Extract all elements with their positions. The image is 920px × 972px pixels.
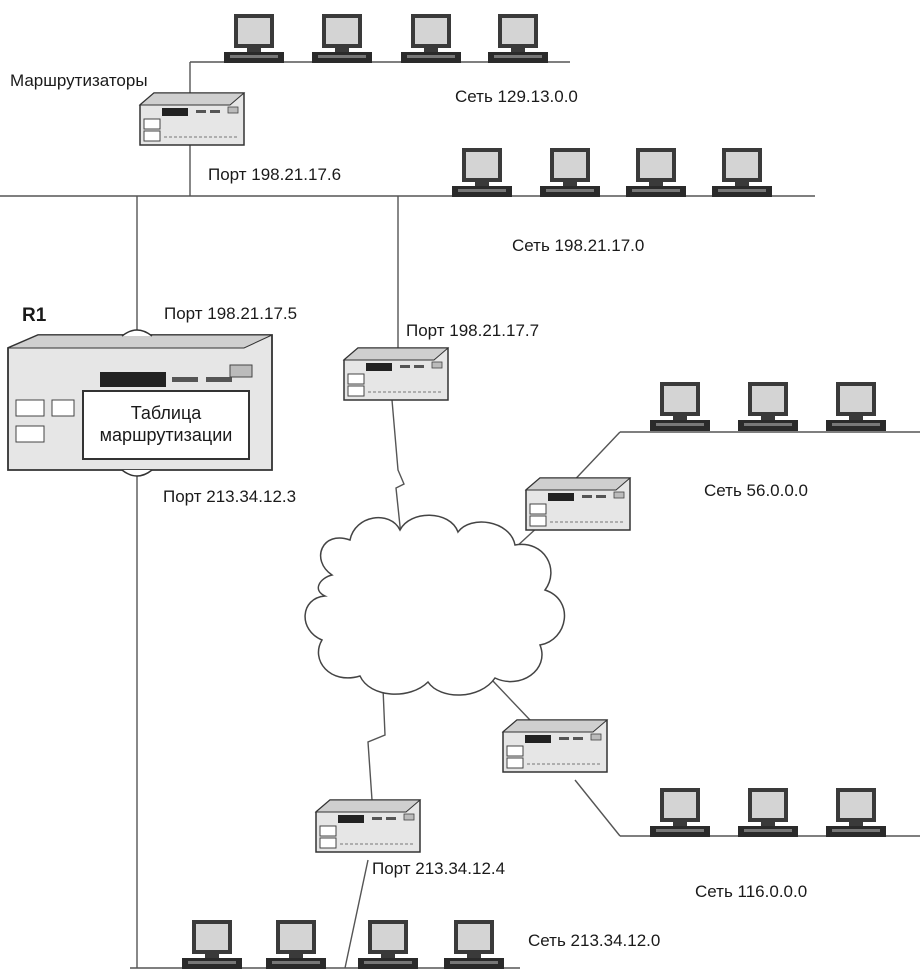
computer-icon [358, 920, 418, 969]
network-213-label: Сеть 213.34.12.0 [528, 931, 661, 950]
computer-icon [266, 920, 326, 969]
router-icon [139, 92, 245, 146]
computer-icon [826, 382, 886, 431]
router-icon [502, 719, 608, 773]
serial-link-icon [367, 664, 386, 801]
computer-icon [712, 148, 772, 197]
routing-table-line2: маршрутизации [99, 425, 233, 445]
computer-icon [444, 920, 504, 969]
cloud-icon [304, 514, 566, 696]
computer-icon [452, 148, 512, 197]
computer-icon [312, 14, 372, 63]
computer-icon [488, 14, 548, 63]
routers-label: Маршрутизаторы [10, 71, 148, 90]
computer-icon [401, 14, 461, 63]
computer-icon [738, 788, 798, 837]
network-56-label: Сеть 56.0.0.0 [704, 481, 808, 500]
routing-table-line1: Таблица [130, 403, 202, 424]
computer-icon [826, 788, 886, 837]
router-icon [525, 477, 631, 531]
network-198-label: Сеть 198.21.17.0 [512, 236, 645, 255]
computer-icon [182, 920, 242, 969]
port-213-4-label: Порт 213.34.12.4 [372, 859, 506, 878]
computer-icon [738, 382, 798, 431]
computer-icon [650, 382, 710, 431]
router-icon [343, 347, 449, 401]
network-116-label: Сеть 116.0.0.0 [695, 882, 808, 901]
computer-icon [224, 14, 284, 63]
port-198-6-label: Порт 198.21.17.6 [208, 165, 342, 184]
computer-icon [540, 148, 600, 197]
routing-table-box: Таблица маршрутизации [82, 390, 250, 460]
serial-links [367, 399, 405, 801]
computer-icon [626, 148, 686, 197]
serial-link-icon [391, 399, 405, 546]
port-198-7-label: Порт 198.21.17.7 [406, 321, 540, 340]
router-icon [315, 799, 421, 853]
port-213-3-label: Порт 213.34.12.3 [163, 487, 297, 506]
port-198-5-label: Порт 198.21.17.5 [164, 304, 298, 323]
computer-icon [650, 788, 710, 837]
router-r1-label: R1 [22, 305, 47, 326]
network-129-label: Сеть 129.13.0.0 [455, 87, 578, 106]
